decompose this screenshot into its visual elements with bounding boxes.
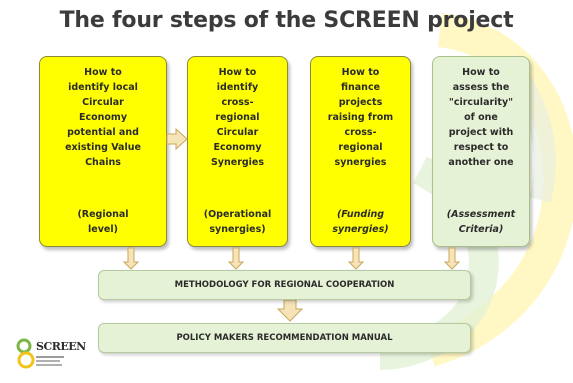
slide-title: The four steps of the SCREEN project (59, 8, 514, 33)
step-question-line: cross- (344, 127, 377, 138)
step-question-line: Economy (78, 112, 128, 123)
manual-bar: POLICY MAKERS RECOMMENDATION MANUAL (98, 323, 471, 353)
step-question-line: projects (338, 97, 383, 108)
step-question-line: finance (340, 82, 381, 93)
step-question-line: another one (448, 157, 514, 168)
step-question-line: assess the (452, 82, 510, 93)
step-question-line: "circularity" (448, 97, 514, 108)
step-question-line: project with (448, 127, 514, 138)
step-question-line: cross- (221, 97, 254, 108)
step-question: How to assess the "circularity" of one proje… (433, 65, 529, 170)
step-question-line: existing Value (65, 142, 141, 153)
step-category-line: level) (88, 224, 118, 235)
step-category: (Regional level) (40, 207, 166, 237)
step-category: (Funding synergies) (311, 207, 410, 237)
step-category-line: (Operational (203, 209, 272, 220)
down-arrow-icon (443, 247, 461, 270)
down-arrow-icon (227, 247, 245, 270)
down-arrow-icon (122, 247, 140, 270)
step-question-line: How to (341, 67, 380, 78)
step-question-line: regional (338, 142, 383, 153)
step-box-funding: How to finance projects raising from cross-r… (310, 56, 411, 247)
screen-logo (16, 338, 35, 369)
down-arrow-icon (276, 299, 304, 322)
methodology-bar: METHODOLOGY FOR REGIONAL COOPERATION (98, 270, 471, 300)
step-question-line: Synergies (210, 157, 265, 168)
step-question-line: raising from (327, 112, 394, 123)
step-question: How to finance projects raising from cross-r… (311, 65, 410, 170)
step-question-line: Circular (216, 127, 259, 138)
step-question-line: respect to (453, 142, 509, 153)
step-category-line: synergies) (332, 224, 389, 235)
step-question-line: synergies (334, 157, 387, 168)
down-arrow-icon (347, 247, 365, 270)
step-question-line: Chains (85, 157, 121, 168)
step-question-line: Circular (82, 97, 124, 108)
step-question-line: identify (216, 82, 259, 93)
step-question-line: regional (215, 112, 260, 123)
step-category-line: Criteria) (458, 224, 504, 235)
step-question-line: How to (218, 67, 257, 78)
logo-tagline (36, 356, 68, 366)
step-question-line: How to (462, 67, 500, 78)
step-category-line: (Regional (77, 209, 129, 220)
step-question-line: identify local (68, 82, 138, 93)
step-category-line: synergies) (209, 224, 266, 235)
logo-wordmark: SCREEN (36, 340, 86, 353)
step-box-assessment: How to assess the "circularity" of one proje… (432, 56, 530, 247)
step-category: (Operational synergies) (188, 207, 287, 237)
step-question-line: of one (464, 112, 498, 123)
step-question-line: Economy (213, 142, 262, 153)
step-question-line: How to (84, 67, 122, 78)
step-category-line: (Funding (336, 209, 385, 220)
step-question-line: potential and (67, 127, 139, 138)
step-category-line: (Assessment (446, 209, 516, 220)
right-arrow-icon (166, 127, 188, 151)
